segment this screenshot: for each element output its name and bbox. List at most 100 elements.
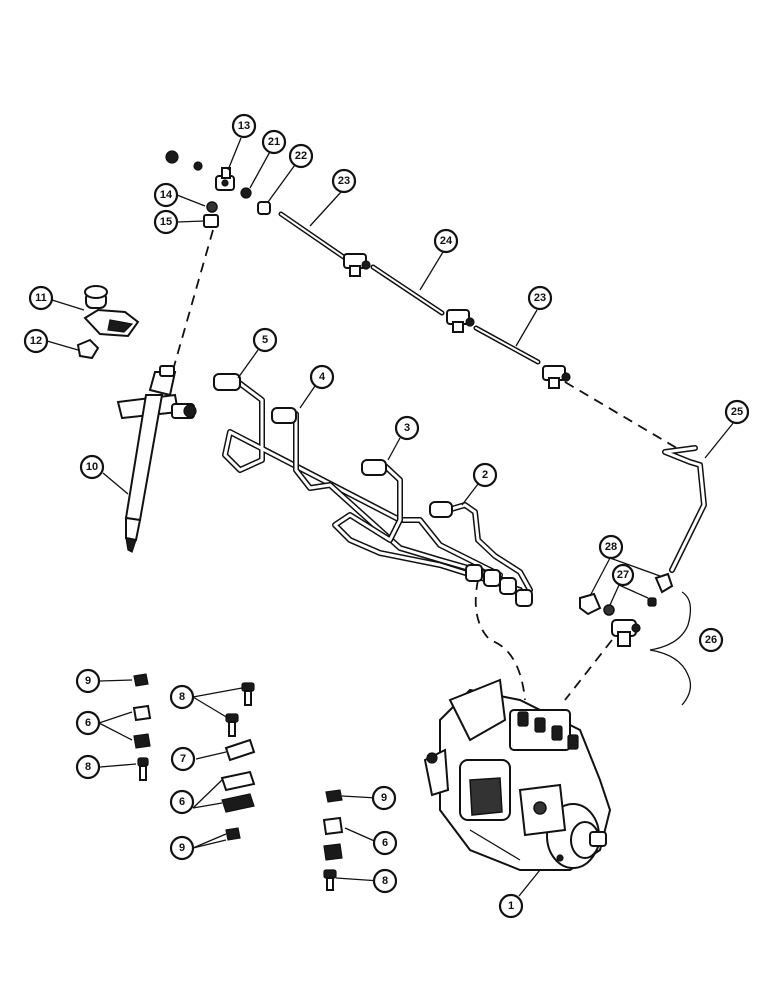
callout-6: 6: [75, 710, 101, 736]
callout-3: 3: [394, 415, 420, 441]
pipe-nut: [429, 501, 453, 518]
bolt-8: [137, 757, 149, 781]
washer-14: [206, 201, 218, 213]
callout-11: 11: [28, 285, 54, 311]
callout-21: 21: [261, 129, 287, 155]
callout-12-label: 12: [30, 335, 42, 347]
banjo-fitting: [611, 619, 641, 647]
nut-28: [654, 572, 674, 594]
nut-28: [579, 592, 602, 616]
plate-7: [224, 738, 256, 762]
clamp-half-6: [132, 704, 152, 722]
callout-5: 5: [252, 327, 278, 353]
callout-leaders: [46, 137, 735, 897]
callout-26: 26: [698, 627, 724, 653]
clamp-half-6: [322, 816, 344, 836]
callout-8: 8: [372, 868, 398, 894]
washer-27: [603, 604, 615, 616]
callout-21-label: 21: [268, 136, 280, 148]
pipe-nut: [361, 459, 387, 476]
clamp-half-6: [221, 793, 255, 813]
callout-15-label: 15: [160, 216, 172, 228]
callout-4-label: 4: [319, 371, 326, 383]
callout-7: 7: [170, 746, 196, 772]
clamp-hardware-left: [132, 673, 256, 841]
callout-13: 13: [231, 113, 257, 139]
pipe-nut: [213, 373, 241, 391]
callout-6-label: 6: [179, 796, 185, 808]
nut-15: [203, 214, 219, 228]
callout-25: 25: [724, 399, 750, 425]
callout-8: 8: [75, 754, 101, 780]
callout-26-label: 26: [705, 634, 717, 646]
callout-27: 27: [611, 563, 635, 587]
callout-25-label: 25: [731, 406, 743, 418]
leak-off-line-assembly: [165, 150, 571, 389]
clamp-hardware-center: [322, 789, 344, 891]
pipe-nut: [465, 564, 483, 582]
callout-14-label: 14: [160, 189, 173, 201]
callout-10: 10: [79, 454, 105, 480]
banjo-fitting: [215, 167, 235, 191]
callout-9: 9: [169, 835, 195, 861]
callout-8-label: 8: [85, 761, 91, 773]
callout-9-label: 9: [179, 842, 185, 854]
bolt-8: [323, 869, 337, 891]
tee-fitting: [446, 309, 475, 333]
callout-24: 24: [433, 228, 459, 254]
clamp-half-6: [220, 770, 256, 792]
callout-1: 1: [498, 893, 524, 919]
callout-9-label: 9: [85, 675, 91, 687]
clamp-block-9: [133, 673, 149, 687]
callout-14: 14: [153, 182, 179, 208]
callout-7-label: 7: [180, 753, 186, 765]
callout-9: 9: [371, 785, 397, 811]
return-line-assembly: [579, 445, 707, 706]
washer-27: [647, 597, 657, 607]
injector-assembly: [76, 285, 197, 553]
tee-fitting: [343, 253, 371, 277]
pipe-nut: [483, 569, 501, 587]
callout-22: 22: [288, 143, 314, 169]
callout-6: 6: [372, 830, 398, 856]
callout-3-label: 3: [404, 422, 410, 434]
callout-12: 12: [23, 328, 49, 354]
cap-nut: [165, 150, 179, 164]
callout-8-label: 8: [179, 691, 185, 703]
bolt-8: [225, 713, 239, 737]
clamp-half-6: [133, 733, 151, 749]
callout-24-label: 24: [440, 235, 453, 247]
callout-27-label: 27: [617, 569, 629, 581]
pipe-nut: [271, 407, 297, 424]
pipe-nut: [515, 589, 533, 607]
callout-8-label: 8: [382, 875, 388, 887]
callout-6-label: 6: [85, 717, 91, 729]
callout-1-label: 1: [508, 900, 514, 912]
callout-10-label: 10: [86, 461, 98, 473]
bolt-8: [241, 682, 255, 706]
callout-2-label: 2: [482, 469, 488, 481]
callout-13-label: 13: [238, 120, 250, 132]
callout-6-label: 6: [382, 837, 388, 849]
clamp-block-9: [325, 789, 343, 803]
callout-6: 6: [169, 789, 195, 815]
washer-21: [240, 187, 252, 199]
callout-9: 9: [75, 668, 101, 694]
callout-23: 23: [527, 285, 553, 311]
callout-4: 4: [309, 364, 335, 390]
high-pressure-lines: [213, 373, 533, 607]
callout-23-label: 23: [534, 292, 546, 304]
nut-22: [257, 201, 271, 215]
clamp-half-6: [323, 843, 343, 861]
callout-23: 23: [331, 168, 357, 194]
callout-15: 15: [153, 209, 179, 235]
callout-23-label: 23: [338, 175, 350, 187]
pipe-nut: [499, 577, 517, 595]
callout-9-label: 9: [381, 792, 387, 804]
callout-2: 2: [472, 462, 498, 488]
callout-28: 28: [598, 534, 624, 560]
injection-pump: [423, 678, 612, 871]
clamp-block-9: [225, 827, 241, 841]
callout-8: 8: [169, 684, 195, 710]
